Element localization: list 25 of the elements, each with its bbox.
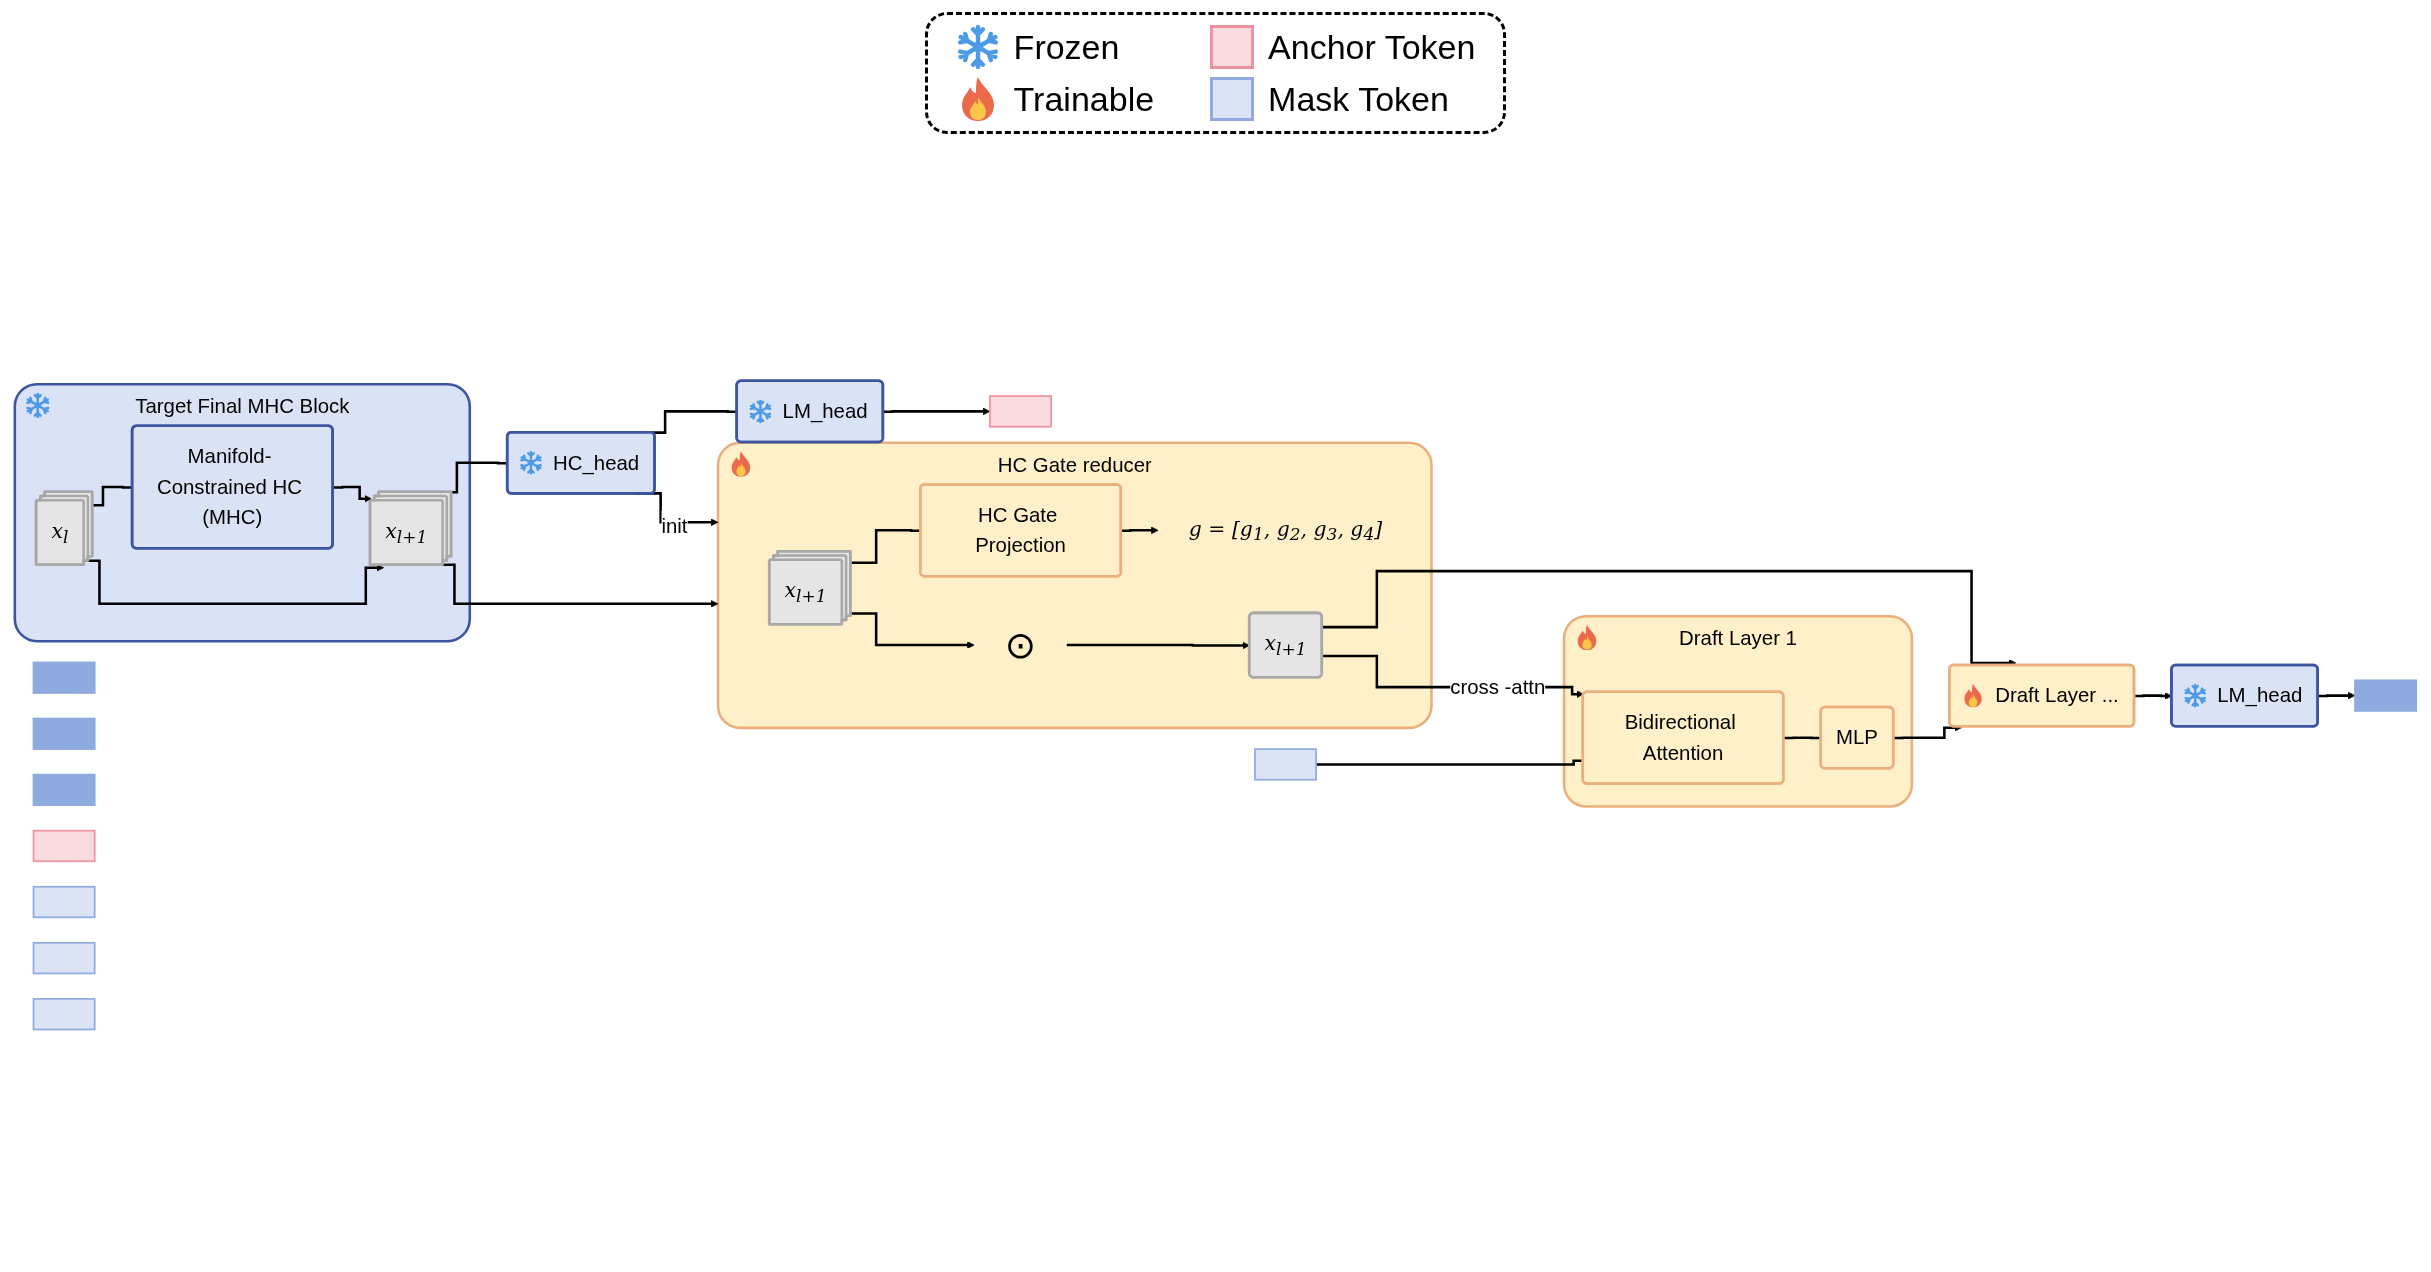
- arrow: [333, 485, 372, 503]
- node-text: ⊙: [1004, 623, 1037, 666]
- arrow: [1066, 641, 1250, 650]
- arrow: [850, 612, 975, 649]
- node-box: [32, 829, 96, 862]
- node-box: [2354, 679, 2418, 712]
- legend-label: Anchor Token: [1268, 27, 1476, 67]
- node-box: [32, 773, 96, 806]
- node-box: [32, 997, 96, 1031]
- node-box: [32, 885, 96, 919]
- connector: [850, 528, 921, 564]
- legend-label: Frozen: [1013, 27, 1120, 67]
- edge-label: cross -attn: [1450, 675, 1546, 698]
- connector: [92, 485, 133, 507]
- node-text: g = [g$_{1}$, g$_{2}$, g$_{3}$, g$_{4}$]: [1188, 516, 1383, 545]
- node-box: [32, 661, 96, 694]
- arrow: [1121, 526, 1159, 534]
- legend-label: Mask Token: [1268, 79, 1449, 119]
- node-box: [989, 395, 1052, 428]
- node-box: [32, 941, 96, 975]
- legend-label: Trainable: [1013, 79, 1155, 119]
- node-box: [1254, 748, 1317, 781]
- edge-label: init: [661, 513, 688, 537]
- node-box: [32, 717, 96, 750]
- arrow: [2318, 691, 2356, 700]
